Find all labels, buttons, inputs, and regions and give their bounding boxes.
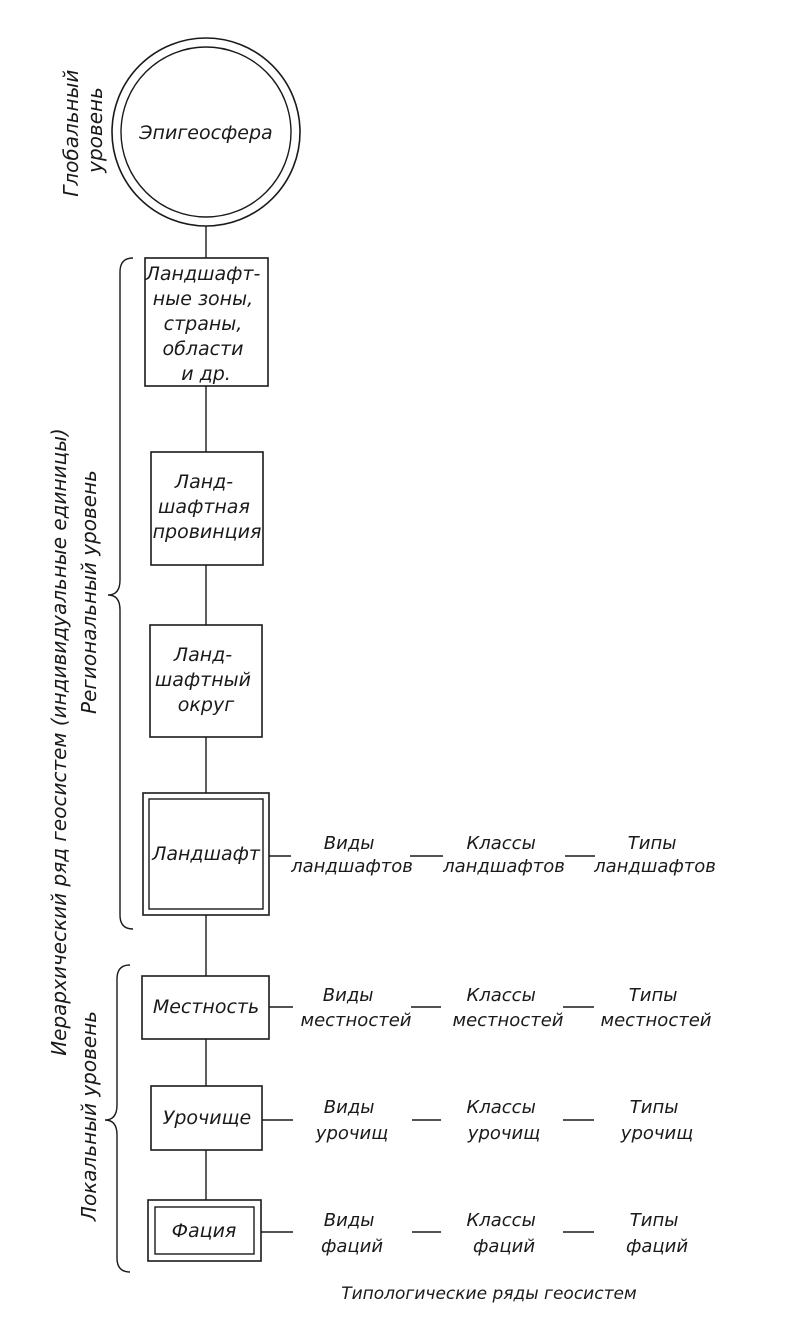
- node-landscape-okrug: Ланд- шафтный округ: [149, 624, 263, 738]
- node-urochishche-line: Урочище: [163, 1107, 251, 1129]
- node-epigeosphere: Эпигеосфера: [111, 37, 301, 227]
- typology-caption: Типологические ряды геосистем: [341, 1284, 637, 1304]
- node-landscape: Ландшафт: [142, 792, 270, 916]
- svg-text:Ланд- шафтная пров: Ланд- шафтная провинция: [153, 471, 262, 543]
- typology-facia-tipy: Типы фаций: [626, 1210, 688, 1257]
- svg-text:Местность: Местность: [153, 996, 259, 1018]
- svg-text:Ландшафт: Ландшафт: [151, 843, 261, 865]
- node-okrug-line: Ланд-: [173, 644, 232, 666]
- typology-landscape-vidy: Виды ландшафтов: [290, 833, 413, 877]
- node-province-line: шафтная: [158, 496, 250, 518]
- typology-facia-klassy: Классы фаций: [466, 1210, 541, 1257]
- node-zones-line: и др.: [181, 363, 231, 385]
- typology-landscape-klassy: Классы ландшафтов: [442, 833, 565, 877]
- node-mestnost-line: Местность: [153, 996, 259, 1018]
- local-level-brace: [104, 964, 131, 1273]
- typology-urochishche-tipy: Типы урочищ: [620, 1097, 693, 1144]
- typology-row-landscape: Виды ландшафтов Классы ландшафтов Типы л…: [269, 833, 716, 877]
- regional-level-brace: [107, 257, 134, 930]
- node-landscape-zones: Ландшафт- ные зоны, страны, области и др…: [144, 257, 269, 387]
- typology-urochishche-vidy: Виды урочищ: [315, 1097, 388, 1144]
- typology-landscape-tipy: Типы ландшафтов: [593, 833, 716, 877]
- typology-mestnost-tipy: Типы местностей: [601, 985, 712, 1031]
- node-okrug-line: округ: [178, 694, 235, 716]
- global-level-label: Глобальный уровень: [59, 63, 107, 197]
- local-level-label: Локальный уровень: [77, 1011, 101, 1222]
- node-zones-line: ные зоны,: [153, 288, 253, 310]
- typology-urochishche-klassy: Классы урочищ: [466, 1097, 541, 1144]
- node-zones-line: области: [162, 338, 243, 360]
- svg-text:Урочище: Урочище: [163, 1107, 251, 1129]
- typology-row-urochishche: Виды урочищ Классы урочищ Типы урочищ: [262, 1097, 693, 1144]
- svg-text:Эпигеосфера: Эпигеосфера: [138, 122, 272, 144]
- hierarchy-series-label: Иерархический ряд геосистем (индивидуаль…: [47, 428, 71, 1056]
- typology-facia-vidy: Виды фаций: [321, 1210, 383, 1257]
- svg-text:Ландшафт- ные зоны,: Ландшафт- ные зоны, страны, области и др…: [145, 263, 267, 385]
- svg-text:Ланд- шафтный окру: Ланд- шафтный округ: [155, 644, 257, 716]
- node-urochishche: Урочище: [150, 1085, 263, 1151]
- svg-text:Фация: Фация: [172, 1220, 237, 1242]
- node-landscape-line: Ландшафт: [151, 843, 261, 865]
- node-epigeosphere-line: Эпигеосфера: [138, 122, 272, 144]
- node-province-line: Ланд-: [174, 471, 233, 493]
- node-mestnost: Местность: [141, 975, 270, 1040]
- node-okrug-line: шафтный: [155, 669, 251, 691]
- node-facia: Фация: [147, 1199, 262, 1262]
- node-landscape-province: Ланд- шафтная провинция: [150, 451, 264, 566]
- node-zones-line: страны,: [164, 313, 243, 335]
- node-zones-line: Ландшафт-: [145, 263, 261, 285]
- node-province-line: провинция: [153, 521, 262, 543]
- typology-row-facia: Виды фаций Классы фаций Типы фаций: [261, 1210, 688, 1257]
- typology-mestnost-vidy: Виды местностей: [301, 985, 412, 1031]
- regional-level-label: Региональный уровень: [77, 470, 101, 714]
- typology-mestnost-klassy: Классы местностей: [453, 985, 564, 1031]
- typology-row-mestnost: Виды местностей Классы местностей Типы м…: [269, 985, 712, 1031]
- node-facia-line: Фация: [172, 1220, 237, 1242]
